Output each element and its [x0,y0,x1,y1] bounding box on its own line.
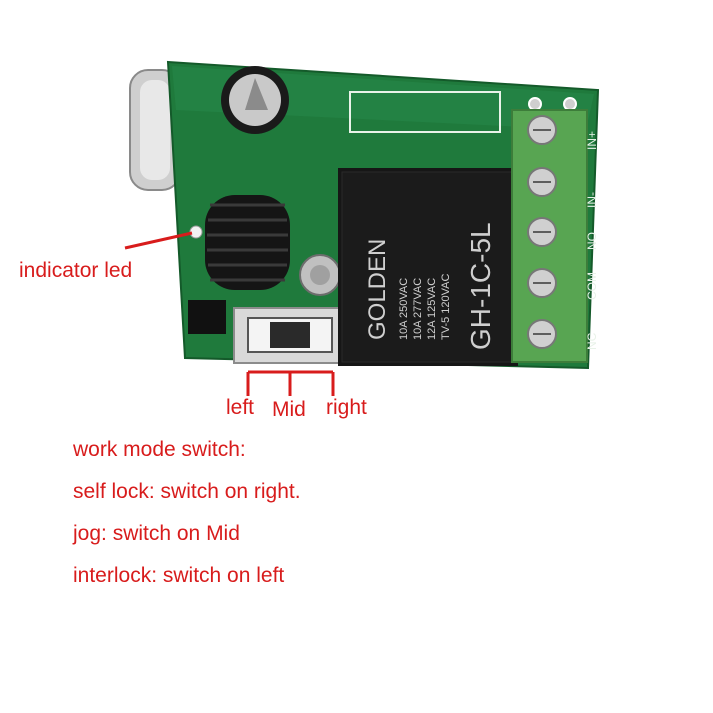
antenna-coil [205,195,290,290]
relay-body [338,168,518,366]
indicator-led [189,225,203,239]
ic-chip [188,300,226,334]
relay-rating-2: 10A 277VAC [412,278,424,340]
relay-rating-3: 12A 125VAC [426,278,438,340]
terminal-label-no: NO [585,232,599,250]
terminal-label-com: COM [585,272,599,300]
terminal-label-in-minus: IN- [585,192,599,208]
note-interlock: interlock: switch on left [73,564,285,587]
small-capacitor [299,254,341,296]
note-work-mode: work mode switch: [73,438,246,461]
switch-position-bracket [246,370,335,396]
switch-right-label: right [326,396,367,419]
terminal-label-nc: NC [585,332,599,350]
crystal-oscillator [129,69,181,191]
terminal-block [511,109,588,363]
note-jog: jog: switch on Mid [73,522,240,545]
relay-rating-4: TV-5 120VAC [440,274,452,340]
switch-mid-label: Mid [272,398,306,421]
capacitor [221,66,289,134]
note-self-lock: self lock: switch on right. [73,480,301,503]
indicator-led-pointer [124,231,193,250]
relay-model: GH-1C-5L [465,222,496,350]
switch-left-label: left [226,396,255,419]
indicator-led-label: indicator led [19,259,133,282]
relay-rating-1: 10A 250VAC [398,278,410,340]
terminal-label-in-plus: IN+ [585,131,599,150]
mode-slide-switch[interactable] [233,307,345,364]
relay-brand: GOLDEN [364,239,391,340]
